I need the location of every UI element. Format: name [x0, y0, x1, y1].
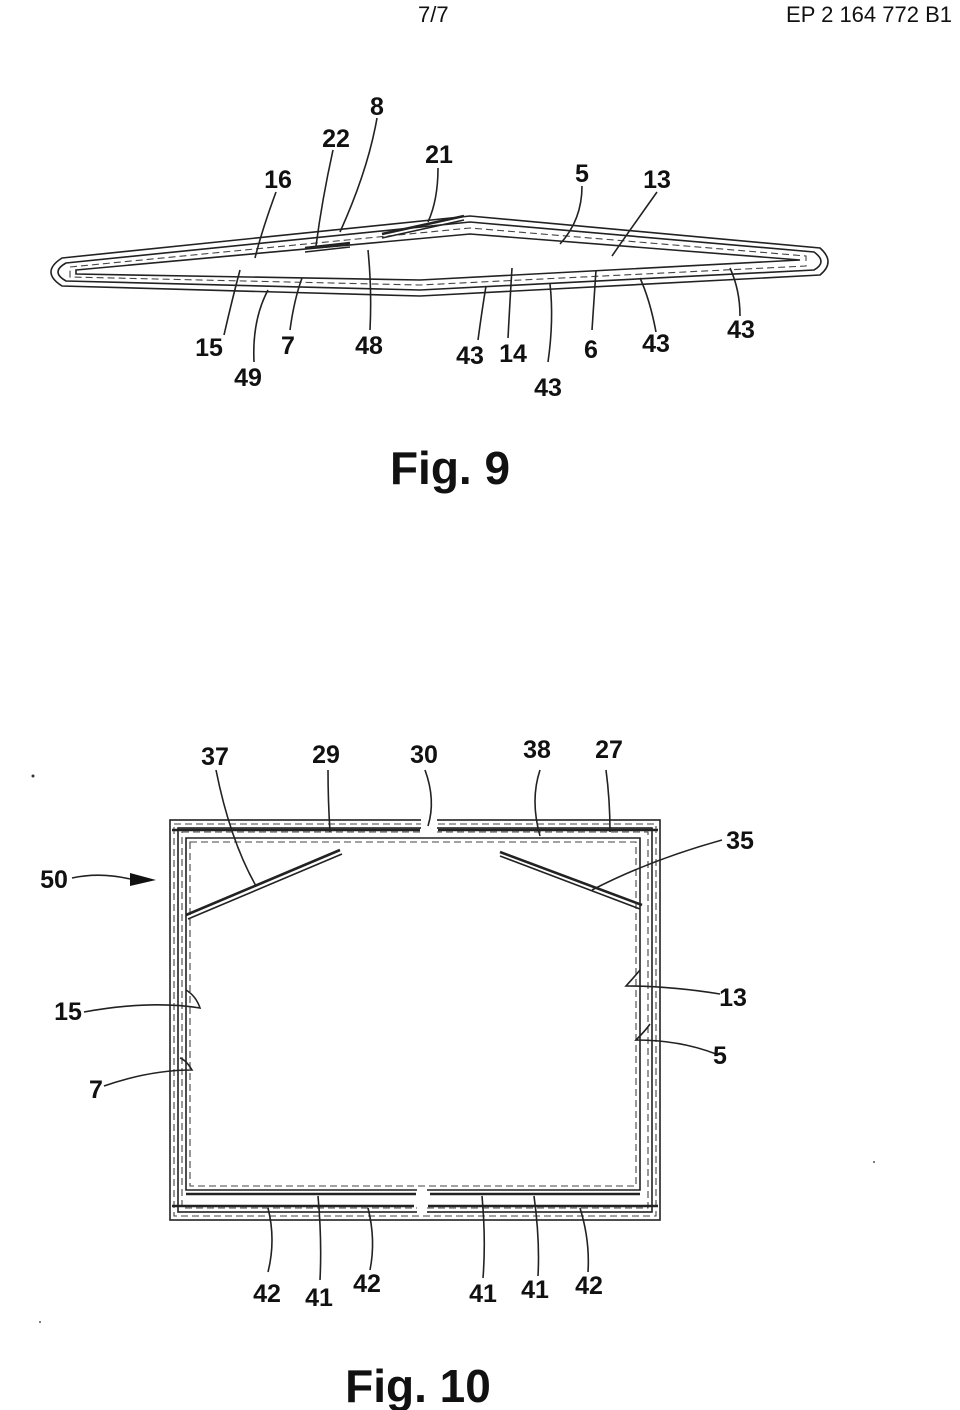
ref-48: 48 [355, 332, 383, 360]
ref-15: 15 [195, 334, 223, 362]
figure-10-drawing [71, 769, 723, 1281]
ref-21: 21 [425, 141, 453, 169]
ref-43-d: 43 [727, 316, 755, 344]
ref-35: 35 [726, 827, 754, 855]
ref-14: 14 [499, 340, 527, 368]
ref-37: 37 [201, 743, 229, 771]
ref-30: 30 [410, 741, 438, 769]
ref-49: 49 [234, 364, 262, 392]
ref-50: 50 [40, 866, 68, 894]
document-number: EP 2 164 772 B1 [786, 2, 952, 27]
ref-8: 8 [370, 93, 384, 121]
ref-5: 5 [713, 1042, 727, 1070]
scan-speck [39, 1321, 41, 1323]
scan-speck [873, 1161, 875, 1163]
ref-42-b: 42 [353, 1270, 381, 1298]
ref-13: 13 [719, 984, 747, 1012]
figure-10-labels: 37 29 30 38 27 35 50 15 13 7 5 42 41 42 … [40, 736, 754, 1312]
ref-42-a: 42 [253, 1280, 281, 1308]
ref-16: 16 [264, 166, 292, 194]
ref-7: 7 [281, 332, 295, 360]
ref-22: 22 [322, 125, 350, 153]
ref-15: 15 [54, 998, 82, 1026]
ref-41-b: 41 [469, 1280, 497, 1308]
figure-9-labels: 8 22 21 16 5 13 15 49 7 48 43 14 43 6 43… [195, 93, 755, 402]
figure-9-caption: Fig. 9 [390, 442, 510, 494]
sheet-number: 7/7 [418, 2, 449, 27]
ref-41-c: 41 [521, 1276, 549, 1304]
ref-5: 5 [575, 160, 589, 188]
ref-7: 7 [89, 1076, 103, 1104]
ref-43-b: 43 [534, 374, 562, 402]
ref-43-c: 43 [642, 330, 670, 358]
figure-10-caption: Fig. 10 [345, 1360, 491, 1410]
ref-6: 6 [584, 336, 598, 364]
ref-41-a: 41 [305, 1284, 333, 1312]
scan-speck [31, 774, 35, 778]
ref-27: 27 [595, 736, 623, 764]
ref-42-c: 42 [575, 1272, 603, 1300]
ref-38: 38 [523, 736, 551, 764]
ref-29: 29 [312, 741, 340, 769]
figure-9-drawing [50, 117, 829, 363]
ref-43-a: 43 [456, 342, 484, 370]
ref-13: 13 [643, 166, 671, 194]
